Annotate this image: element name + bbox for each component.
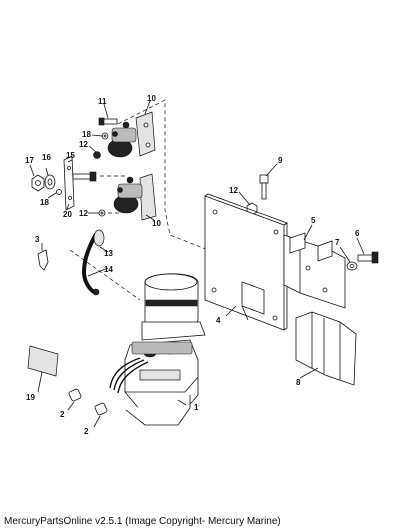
- callout-3: 3: [35, 235, 40, 244]
- callout-16: 16: [42, 153, 51, 162]
- callout-4: 4: [216, 316, 221, 325]
- callout-18-lower: 18: [40, 198, 49, 207]
- washer-18-lower: [56, 189, 62, 195]
- callout-12-lower: 12: [79, 209, 88, 218]
- fitting-2-upper: [68, 388, 82, 402]
- callout-19: 19: [26, 393, 35, 402]
- mounting-plate-4: [204, 193, 288, 331]
- bracket-8: [295, 311, 357, 386]
- callout-10-upper: 10: [147, 94, 156, 103]
- solenoid-lower: [113, 173, 157, 221]
- bracket-5: [283, 232, 346, 309]
- callout-20: 20: [63, 210, 72, 219]
- nut-17: [31, 174, 45, 192]
- bolt-20: [72, 171, 97, 182]
- callout-11: 11: [98, 97, 107, 106]
- callout-12-upper: 12: [79, 140, 88, 149]
- callout-8: 8: [296, 378, 301, 387]
- callout-7: 7: [335, 238, 340, 247]
- callout-9: 9: [278, 156, 283, 165]
- cable-13: [81, 229, 105, 296]
- terminal-3: [37, 249, 49, 271]
- callout-18-upper: 18: [82, 130, 91, 139]
- washer-16: [44, 174, 56, 190]
- mount-bracket-15: [63, 155, 75, 211]
- washer-18-top: [101, 132, 109, 140]
- callout-12-right: 12: [229, 186, 238, 195]
- nut-12-top: [93, 151, 101, 159]
- copyright-footer: MercuryPartsOnline v2.5.1 (Image Copyrig…: [4, 516, 281, 527]
- nut-12-lower: [98, 209, 106, 217]
- bolt-6: [357, 251, 379, 264]
- leader-lines: [29, 100, 365, 428]
- callout-2-upper: 2: [60, 410, 65, 419]
- callout-5: 5: [311, 216, 316, 225]
- callout-1: 1: [194, 403, 199, 412]
- bolt-11: [98, 117, 118, 126]
- callout-10-lower: 10: [152, 219, 161, 228]
- pump-motor-1: [124, 273, 206, 426]
- callout-17: 17: [25, 156, 34, 165]
- solenoid-upper: [107, 111, 156, 158]
- fitting-2-lower: [94, 402, 108, 416]
- bolt-9: [259, 174, 269, 200]
- callout-14: 14: [104, 265, 113, 274]
- callout-2-lower: 2: [84, 427, 89, 436]
- washer-7: [346, 261, 358, 271]
- hydraulic-lines: [109, 357, 149, 394]
- callout-6: 6: [355, 229, 360, 238]
- callout-15: 15: [66, 151, 75, 160]
- decal-19: [27, 345, 59, 377]
- callout-13: 13: [104, 249, 113, 258]
